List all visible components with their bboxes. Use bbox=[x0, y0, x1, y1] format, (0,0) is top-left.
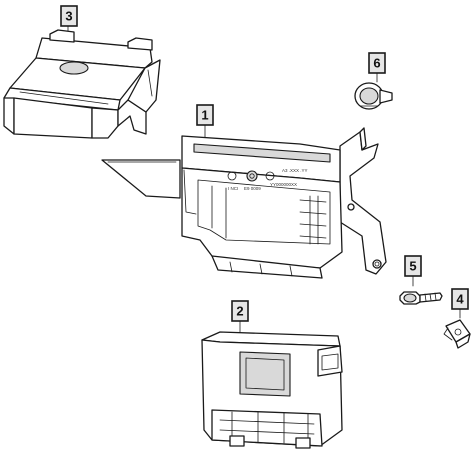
part-1-module-bracket: I NCI E9 0009 A3 .XXX .YY YY000000XX bbox=[101, 124, 387, 279]
part-3-cover bbox=[3, 25, 161, 139]
module-marking-d: A3 .XXX .YY bbox=[282, 168, 308, 173]
callout-6-label: 6 bbox=[373, 56, 380, 71]
callout-1-label: 1 bbox=[201, 108, 208, 123]
callout-3-box bbox=[60, 5, 78, 27]
callout-2-box bbox=[231, 300, 249, 322]
callout-3-label: 3 bbox=[65, 9, 72, 24]
callout-4-box bbox=[451, 288, 469, 310]
callout-4: 4 bbox=[451, 288, 469, 310]
callout-5: 5 bbox=[404, 255, 422, 277]
callout-3: 3 bbox=[60, 5, 78, 27]
callout-5-label: 5 bbox=[409, 259, 416, 274]
part-2-control-unit bbox=[201, 320, 343, 449]
callout-5-box bbox=[404, 255, 422, 277]
part-4-clip bbox=[443, 308, 471, 349]
callout-6-box bbox=[368, 52, 386, 74]
part-5-bolt bbox=[399, 275, 443, 305]
part-6-grommet bbox=[354, 72, 393, 110]
callout-2: 2 bbox=[231, 300, 249, 322]
module-marking-a: I NCI bbox=[228, 186, 238, 191]
callout-1-box bbox=[196, 104, 214, 126]
callout-6: 6 bbox=[368, 52, 386, 74]
callout-2-label: 2 bbox=[236, 304, 243, 319]
callout-1: 1 bbox=[196, 104, 214, 126]
callout-4-label: 4 bbox=[456, 292, 464, 307]
module-marking-c: YY000000XX bbox=[270, 182, 297, 187]
module-marking-b: E9 0009 bbox=[244, 186, 261, 191]
